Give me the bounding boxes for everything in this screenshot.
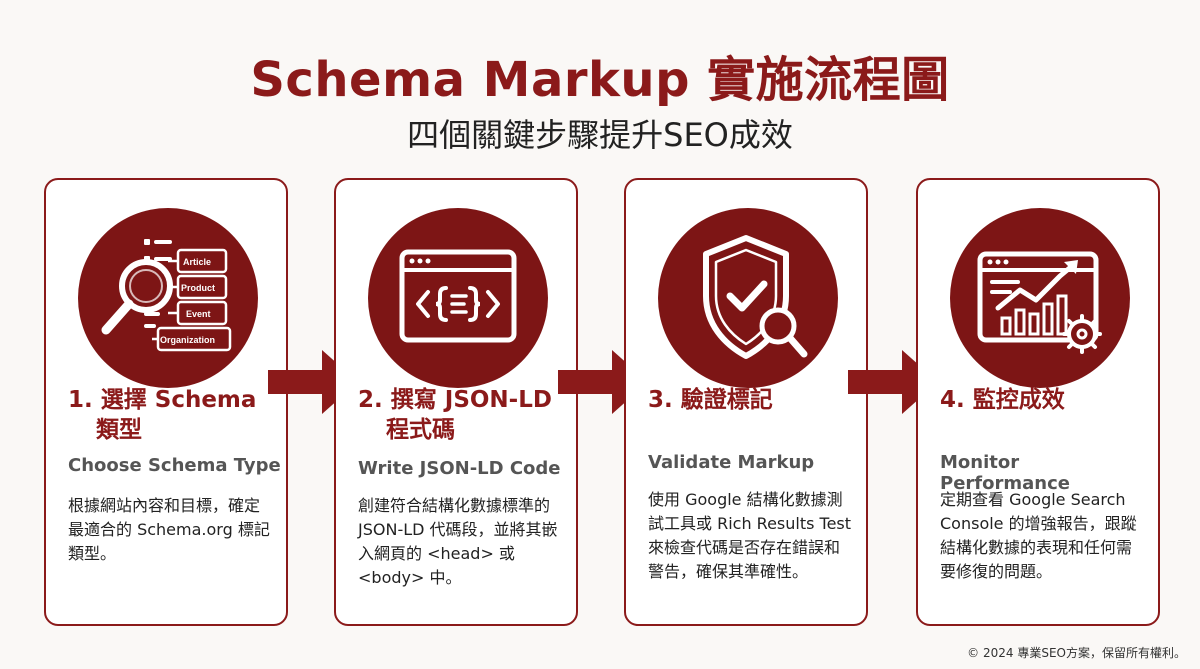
step-2-icon-circle — [368, 208, 548, 388]
step-1-description: 根據網站內容和目標，確定最適合的 Schema.org 標記類型。 — [68, 496, 270, 563]
step-1-english: Choose Schema Type — [68, 455, 281, 476]
step-1-title-line2: 類型 — [96, 417, 142, 443]
step-1-title: 1. 選擇 Schema 類型 — [68, 385, 280, 445]
copyright-footer: © 2024 專業SEO方案，保留所有權利。 — [967, 646, 1186, 660]
step-3-description: 使用 Google 結構化數據測試工具或 Rich Results Test 來… — [648, 490, 852, 581]
step-2-title-line2: 程式碼 — [386, 417, 455, 443]
step-2-english: Write JSON-LD Code — [358, 458, 561, 479]
page-title: Schema Markup 實施流程圖 — [250, 52, 950, 108]
page-subtitle: 四個關鍵步驟提升SEO成效 — [407, 116, 793, 154]
step-card-2: 2. 撰寫 JSON-LD 程式碼 Write JSON-LD Code 創建符… — [334, 178, 578, 626]
step-3-icon-circle — [658, 208, 838, 388]
arrow-right-icon — [848, 350, 938, 414]
step-3-title: 3. 驗證標記 — [648, 385, 860, 415]
icon-label-organization: Organization — [160, 335, 215, 345]
step-card-4: 4. 監控成效 Monitor Performance 定期查看 Google … — [916, 178, 1160, 626]
step-4-title: 4. 監控成效 — [940, 385, 1152, 415]
step-4-description: 定期查看 Google Search Console 的增強報告，跟蹤結構化數據… — [940, 490, 1137, 581]
shield-check-icon — [703, 235, 808, 359]
step-4-english: Monitor Performance — [940, 452, 1070, 494]
icon-label-product: Product — [181, 283, 215, 293]
step-3-english: Validate Markup — [648, 452, 815, 473]
step-3-title-line1: 3. 驗證標記 — [648, 387, 773, 413]
step-card-3: 3. 驗證標記 Validate Markup 使用 Google 結構化數據測… — [624, 178, 868, 626]
step-2-title: 2. 撰寫 JSON-LD 程式碼 — [358, 385, 570, 445]
step-1-icon-circle: Article Product Event Organization — [78, 208, 258, 388]
step-1-title-line1: 1. 選擇 Schema — [68, 387, 257, 413]
step-2-title-line1: 2. 撰寫 JSON-LD — [358, 387, 552, 413]
performance-chart-icon — [977, 251, 1102, 354]
schema-types-magnifier-icon: Article Product Event Organization — [101, 239, 232, 352]
code-window-icon — [399, 249, 517, 343]
step-4-icon-circle — [950, 208, 1130, 388]
step-card-1: Article Product Event Organization 1. 選擇… — [44, 178, 288, 626]
step-4-title-line1: 4. 監控成效 — [940, 387, 1065, 413]
icon-label-article: Article — [183, 257, 211, 267]
step-2-description: 創建符合結構化數據標準的 JSON-LD 代碼段，並將其嵌入網頁的 <head>… — [358, 496, 558, 587]
icon-label-event: Event — [186, 309, 211, 319]
